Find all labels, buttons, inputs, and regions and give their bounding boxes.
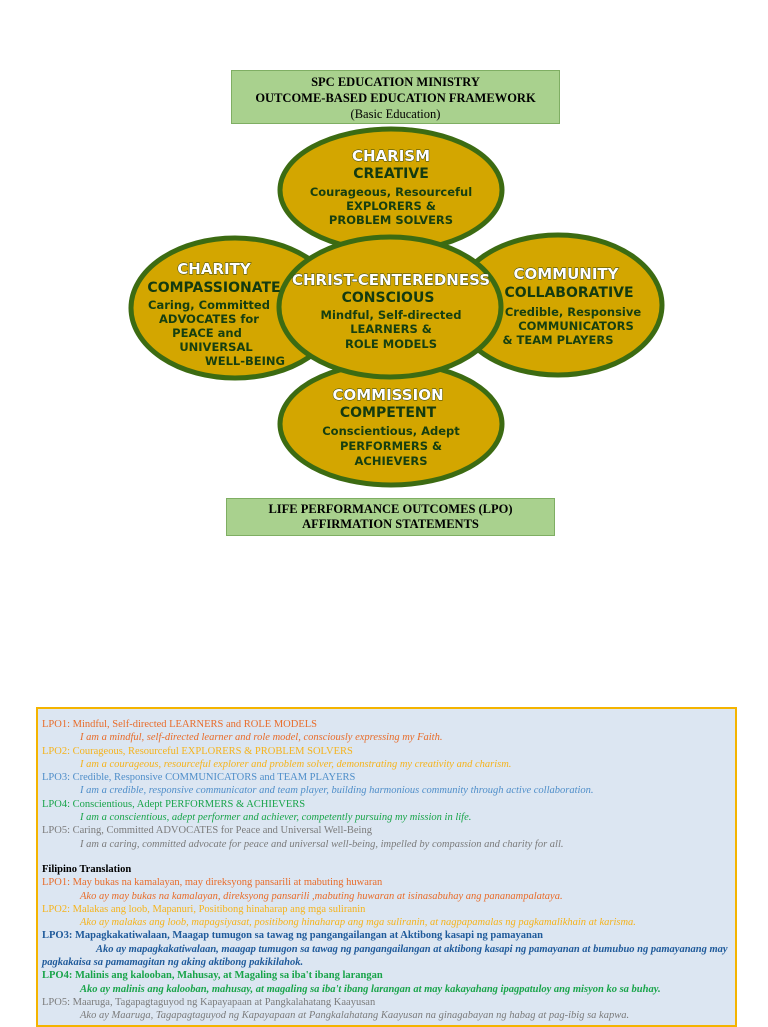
community-head: COMMUNITY (513, 265, 619, 283)
filipino-lpo4-label: LPO4: Malinis ang kalooban, Mahusay, at … (42, 970, 383, 982)
english-lpo5-label: LPO5: Caring, Committed ADVOCATES for Pe… (42, 825, 372, 837)
lpo-title-line-2: AFFIRMATION STATEMENTS (302, 517, 479, 531)
christ-line-1: Mindful, Self-directed (321, 308, 462, 322)
filipino-lpo1-statement: Ako ay may bukas na kamalayan, direksyon… (80, 890, 563, 902)
english-lpo3-label: LPO3: Credible, Responsive COMMUNICATORS… (42, 772, 356, 784)
charity-line-2: ADVOCATES for (159, 312, 259, 326)
framework-diagram: CHARISM CREATIVE Courageous, Resourceful… (128, 126, 665, 488)
community-line-3: & TEAM PLAYERS (503, 333, 614, 347)
english-lpo5-statement: I am a caring, committed advocate for pe… (80, 838, 564, 850)
english-lpo4-label: LPO4: Conscientious, Adept PERFORMERS & … (42, 798, 306, 810)
christ-head: CHRIST-CENTEREDNESS (292, 271, 490, 289)
community-sub: COLLABORATIVE (504, 285, 633, 301)
christ-line-2: LEARNERS & (350, 322, 432, 336)
charism-line-2: EXPLORERS & (346, 199, 436, 213)
commission-line-1: Conscientious, Adept (322, 424, 460, 438)
charity-line-4: UNIVERSAL (179, 340, 253, 354)
title-line-3: (Basic Education) (350, 107, 441, 121)
commission-line-2: PERFORMERS & (340, 439, 442, 453)
english-lpo3-statement: I am a credible, responsive communicator… (80, 785, 594, 797)
commission-line-3: ACHIEVERS (355, 454, 428, 468)
charism-line-1: Courageous, Resourceful (310, 185, 472, 199)
filipino-lpo3-label: LPO3: Mapagkakatiwalaan, Maagap tumugon … (42, 930, 543, 942)
title-line-2: OUTCOME-BASED EDUCATION FRAMEWORK (255, 91, 536, 105)
charism-line-3: PROBLEM SOLVERS (329, 213, 453, 227)
lpo-title-box: LIFE PERFORMANCE OUTCOMES (LPO) AFFIRMAT… (226, 498, 555, 536)
affirmation-panel: LPO1: Mindful, Self-directed LEARNERS an… (36, 707, 737, 1027)
charity-line-1: Caring, Committed (148, 298, 270, 312)
english-lpo1-label: LPO1: Mindful, Self-directed LEARNERS an… (42, 719, 318, 730)
filipino-lpo3-statement: Ako ay mapagkakatiwalaan, maagap tumugon… (42, 943, 728, 969)
commission-head: COMMISSION (332, 386, 443, 404)
filipino-lpo5-label: LPO5: Maaruga, Tagapagtaguyod ng Kapayap… (42, 996, 376, 1008)
title-line-1: SPC EDUCATION MINISTRY (311, 75, 480, 89)
lpo-title-line-1: LIFE PERFORMANCE OUTCOMES (LPO) (268, 502, 513, 516)
charity-sub: COMPASSIONATE (147, 280, 280, 296)
charism-head: CHARISM (352, 147, 430, 165)
charity-line-5: WELL-BEING (205, 354, 285, 368)
english-lpo2-label: LPO2: Courageous, Resourceful EXPLORERS … (42, 745, 353, 757)
filipino-heading: Filipino Translation (42, 863, 132, 875)
filipino-lpo1-label: LPO1: May bukas na kamalayan, may direks… (42, 877, 383, 889)
charity-line-3: PEACE and (172, 326, 242, 340)
christ-line-3: ROLE MODELS (345, 337, 437, 351)
filipino-lpo2-statement: Ako ay malakas ang loob, mapagsiyasat, p… (80, 917, 636, 929)
commission-sub: COMPETENT (340, 405, 437, 421)
filipino-lpo5-statement: Ako ay Maaruga, Tagapagtaguyod ng Kapaya… (80, 1010, 630, 1022)
community-line-2: COMMUNICATORS (518, 319, 634, 333)
english-lpo4-statement: I am a conscientious, adept performer an… (80, 812, 472, 824)
charism-sub: CREATIVE (353, 166, 429, 182)
framework-title-box: SPC EDUCATION MINISTRY OUTCOME-BASED EDU… (231, 70, 560, 124)
charity-head: CHARITY (177, 260, 252, 278)
filipino-lpo4-statement: Ako ay malinis ang kalooban, mahusay, at… (80, 983, 661, 995)
community-line-1: Credible, Responsive (505, 305, 642, 319)
christ-sub: CONSCIOUS (342, 290, 435, 306)
english-lpo1-statement: I am a mindful, self-directed learner an… (80, 732, 443, 744)
filipino-lpo2-label: LPO2: Malakas ang loob, Mapanuri, Positi… (42, 903, 366, 915)
english-lpo2-statement: I am a courageous, resourceful explorer … (80, 758, 512, 770)
ellipse-christ-centeredness (276, 234, 504, 380)
